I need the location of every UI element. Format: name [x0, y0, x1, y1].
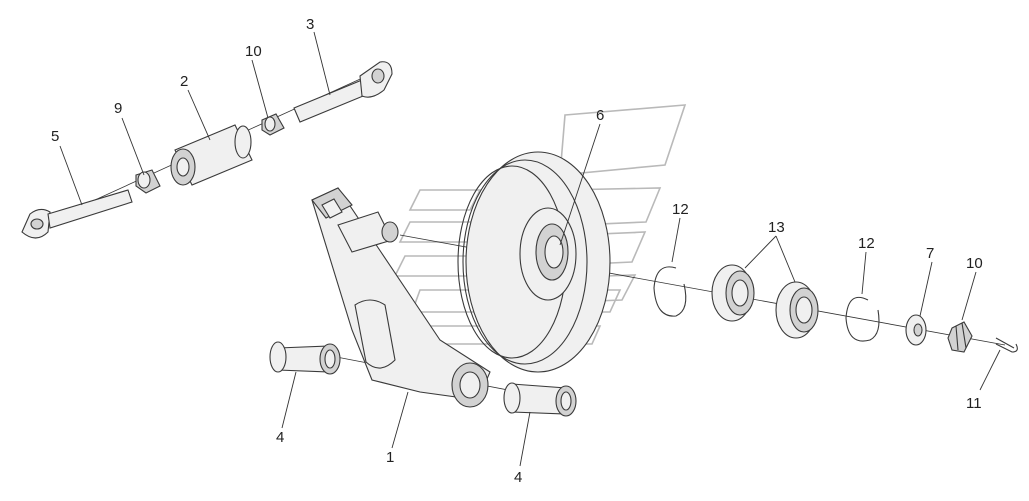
part-13-bearing-right — [775, 281, 819, 339]
part-9-nut — [135, 169, 161, 194]
callout-12-right: 12 — [858, 235, 875, 252]
callout-12-left: 12 — [672, 201, 689, 218]
callout-1: 1 — [386, 449, 394, 466]
leader-lines — [59, 31, 1001, 467]
part-5-rod-end — [21, 189, 133, 239]
part-2-cylinder — [170, 124, 253, 186]
part-12-ring-left — [653, 266, 687, 317]
callout-6: 6 — [596, 107, 604, 124]
part-1-swing-arm — [311, 187, 491, 408]
part-3-rod — [293, 61, 393, 123]
callout-9: 9 — [114, 100, 122, 117]
callout-4-left: 4 — [276, 429, 284, 446]
callout-3: 3 — [306, 16, 314, 33]
callout-2: 2 — [180, 73, 188, 90]
part-4-bushing-left — [269, 341, 341, 375]
callout-11: 11 — [966, 395, 982, 412]
callout-5: 5 — [51, 128, 59, 145]
callout-labels: 5 9 2 10 3 6 12 13 12 7 10 11 4 1 4 — [51, 16, 983, 486]
part-10-castle-nut — [947, 321, 973, 353]
part-13-bearing-left — [711, 264, 755, 322]
part-8-nut — [261, 113, 285, 136]
part-7-washer — [905, 314, 927, 346]
part-6-wheel — [457, 151, 611, 373]
callout-10: 10 — [966, 255, 983, 272]
callout-8: 10 — [245, 43, 262, 60]
part-11-cotter-pin — [995, 337, 1018, 353]
part-12-ring-right — [845, 296, 880, 342]
part-4-bushing-right — [503, 382, 577, 417]
callout-13: 13 — [768, 219, 785, 236]
callout-4-right: 4 — [514, 469, 522, 486]
callout-7: 7 — [926, 245, 934, 262]
